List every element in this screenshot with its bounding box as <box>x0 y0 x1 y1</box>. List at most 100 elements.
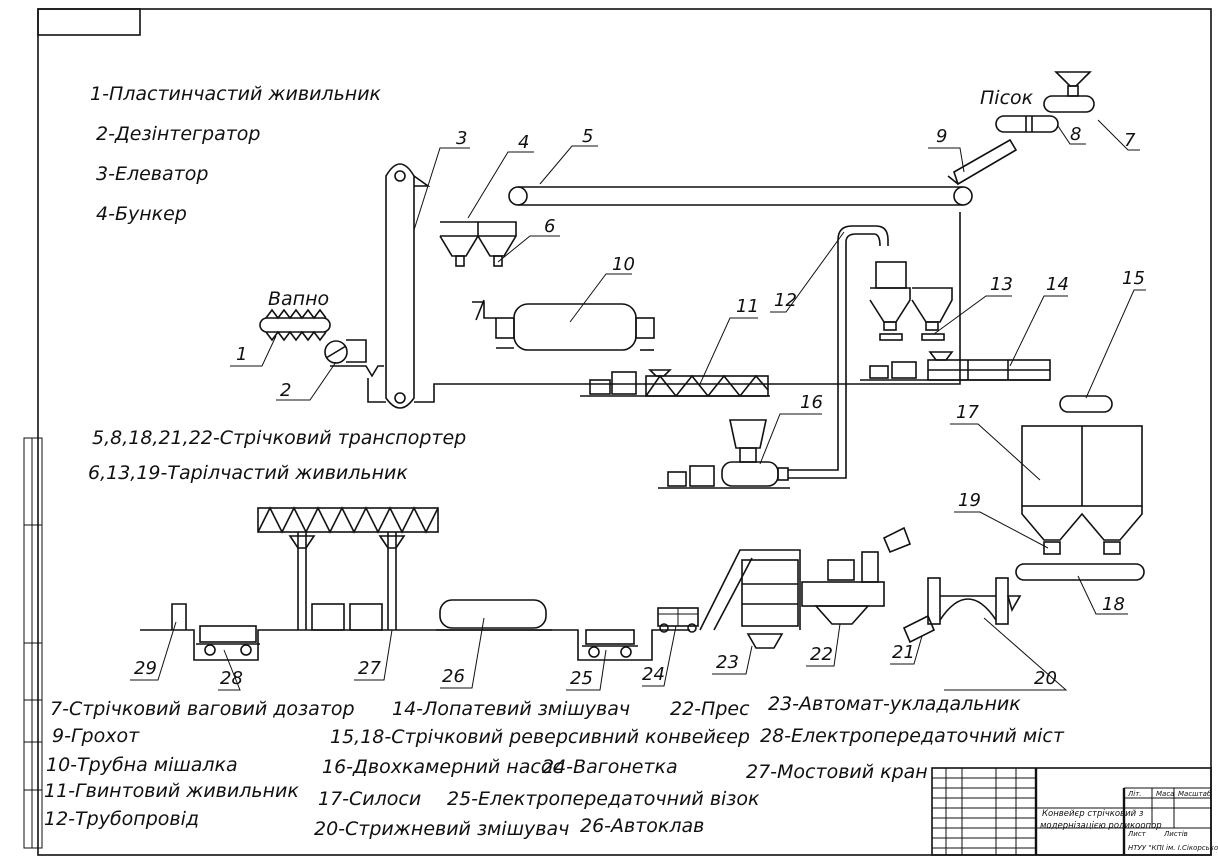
transfer-bridge-28 <box>196 625 260 656</box>
number-label: 3 <box>456 128 467 149</box>
item-29 <box>171 603 187 630</box>
screw-feeder-11 <box>580 369 770 398</box>
number-label: 5 <box>582 126 593 147</box>
plate-feeders-19 <box>1043 541 1121 555</box>
number-label: 8 <box>1070 124 1081 145</box>
title-block-label: Масштаб <box>1178 790 1212 798</box>
legend-item: 2-Дезінтегратор <box>96 123 260 145</box>
corner-stamp <box>37 8 141 36</box>
legend-top: 1-Пластинчастий живильник 2-Дезінтеграто… <box>90 83 382 225</box>
title-block-label: Лист <box>1127 830 1147 838</box>
number-label: 22 <box>810 644 833 665</box>
title-block-label: Маса <box>1156 790 1174 798</box>
position-numbers: 1 2 3 4 5 6 7 8 9 10 11 12 13 14 15 16 1… <box>134 124 1145 689</box>
legend-mid: 5,8,18,21,22-Стрічковий транспортер 6,13… <box>88 427 466 484</box>
number-label: 2 <box>280 380 291 401</box>
legend-item: 22-Прес <box>670 698 750 720</box>
number-label: 27 <box>358 658 381 679</box>
legend-bottom: 7-Стрічковий ваговий дозатор 9-Грохот 10… <box>44 693 1065 840</box>
title-block-label: Літ. <box>1127 790 1142 798</box>
legend-item: 23-Автомат-укладальник <box>768 693 1021 715</box>
legend-item: 25-Електропередаточний візок <box>447 788 760 810</box>
silo-feeder-13 <box>869 261 953 341</box>
legend-item: 16-Двохкамерний насос <box>322 756 563 778</box>
legend-item: 6,13,19-Тарілчастий живильник <box>88 462 408 484</box>
legend-item: 12-Трубопровід <box>44 808 199 830</box>
legend-item: 1-Пластинчастий живильник <box>90 83 382 105</box>
bridge-crane-27 <box>257 506 439 631</box>
autoclave-26 <box>436 599 552 631</box>
number-label: 29 <box>134 658 157 679</box>
silos-17 <box>1021 425 1143 541</box>
legend-item: 9-Грохот <box>52 725 140 747</box>
side-stamp <box>23 437 43 849</box>
number-label: 9 <box>936 126 947 147</box>
reversible-conveyor-15 <box>1059 395 1113 413</box>
legend-item: 15,18-Стрічковий реверсивний конвейєер <box>330 726 750 748</box>
ground-line <box>140 629 690 661</box>
legend-item: 17-Силоси <box>318 788 421 810</box>
disintegrator-2 <box>324 339 384 378</box>
number-label: 15 <box>1122 268 1145 289</box>
reversible-conveyor-18 <box>1015 563 1145 581</box>
legend-item: 5,8,18,21,22-Стрічковий транспортер <box>92 427 466 449</box>
weigh-doser-7 <box>1043 71 1095 113</box>
number-label: 16 <box>800 392 823 413</box>
number-label: 12 <box>774 290 797 311</box>
legend-item: 3-Елеватор <box>96 163 208 185</box>
belt-8 <box>995 115 1059 133</box>
number-label: 10 <box>612 254 635 275</box>
material-label-sand: Пісок <box>980 87 1034 109</box>
paddle-mixer-14 <box>860 351 1051 381</box>
number-label: 7 <box>1124 130 1136 151</box>
number-label: 28 <box>220 668 243 689</box>
elevator-3 <box>367 163 961 409</box>
belt-conveyor-5 <box>508 186 973 206</box>
drawing-title: Конвейєр стрічковий з <box>1042 809 1144 819</box>
number-label: 19 <box>958 490 981 511</box>
pipeline-12 <box>788 225 889 479</box>
title-block: Літ. Маса Масштаб Лист Листів Конвейєр с… <box>931 767 1218 856</box>
rod-mixer-20 <box>927 577 1022 625</box>
wagon-24 <box>657 607 699 633</box>
belt-21 <box>902 614 936 644</box>
number-label: 14 <box>1046 274 1069 295</box>
legend-item: 4-Бункер <box>96 203 187 225</box>
number-label: 11 <box>736 296 759 317</box>
number-label: 20 <box>1034 668 1057 689</box>
number-label: 4 <box>518 132 529 153</box>
transfer-cart-25 <box>582 629 638 658</box>
legend-item: 7-Стрічковий ваговий дозатор <box>50 698 355 720</box>
legend-item: 11-Гвинтовий живильник <box>44 780 299 802</box>
title-block-label: Листів <box>1163 830 1188 838</box>
organization: НТУУ "КПІ ім. І.Сікорського" <box>1128 844 1218 852</box>
legend-item: 20-Стрижневий змішувач <box>314 818 569 840</box>
leader-lines <box>130 119 1146 691</box>
drawing-frame <box>37 8 1212 856</box>
legend-item: 28-Електропередаточний міст <box>760 725 1065 747</box>
plate-feeder-1 <box>259 308 331 342</box>
number-label: 26 <box>442 666 465 687</box>
press-22 <box>801 526 912 625</box>
number-label: 24 <box>642 664 665 685</box>
number-label: 23 <box>716 652 739 673</box>
bunker-4 <box>439 221 517 267</box>
pump-16 <box>658 419 790 489</box>
legend-item: 27-Мостовий кран <box>746 761 928 783</box>
number-label: 13 <box>990 274 1013 295</box>
number-label: 1 <box>236 344 247 365</box>
stacker-23 <box>699 549 801 649</box>
drawing-title: модернізацією роликоопор <box>1040 821 1162 831</box>
legend-item: 10-Трубна мішалка <box>46 754 238 776</box>
material-label-lime: Вапно <box>268 288 329 310</box>
number-label: 25 <box>570 668 593 689</box>
screen-9 <box>947 138 1018 186</box>
number-label: 18 <box>1102 594 1125 615</box>
tube-mill-10 <box>472 299 655 351</box>
legend-item: 14-Лопатевий змішувач <box>392 698 630 720</box>
legend-item: 24-Вагонетка <box>542 756 678 778</box>
number-label: 6 <box>544 216 555 237</box>
legend-item: 26-Автоклав <box>580 815 704 837</box>
number-label: 17 <box>956 402 979 423</box>
